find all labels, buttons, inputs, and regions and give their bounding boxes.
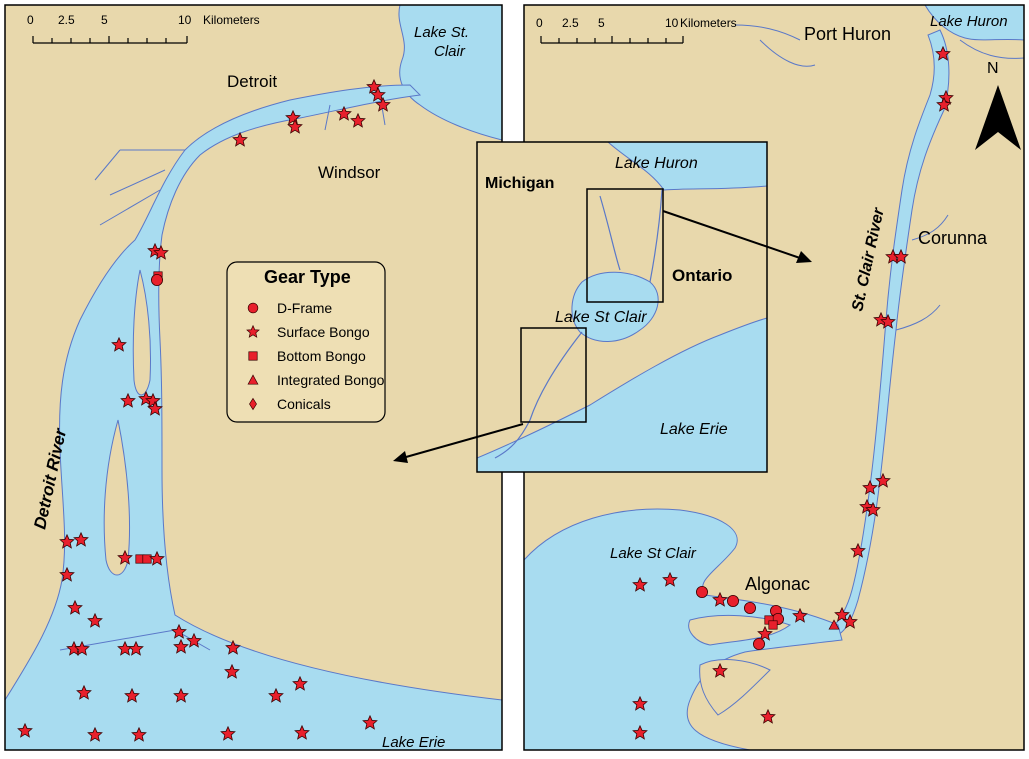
- label-algonac: Algonac: [745, 574, 810, 594]
- left-scale-unit: Kilometers: [203, 13, 260, 27]
- arrowhead-left-icon: [393, 451, 408, 463]
- right-scale-tick-0: 0: [536, 16, 543, 30]
- inset-label-lake-erie: Lake Erie: [660, 421, 728, 438]
- inset-rivers: [494, 189, 663, 459]
- right-scale-tick-2-5: 2.5: [562, 16, 579, 30]
- left-scale-tick-0: 0: [27, 13, 34, 27]
- inset-frame: [476, 141, 768, 473]
- arrowhead-right-icon: [796, 251, 812, 263]
- left-scale-tick-10: 10: [178, 13, 192, 27]
- inset-label-lake-huron: Lake Huron: [615, 155, 698, 172]
- sample-point-d-frame: [744, 602, 756, 614]
- right-scale-bar: 0 2.5 5 10 Kilometers: [536, 16, 737, 44]
- label-lake-st-clair-line1: Lake St.: [414, 24, 469, 41]
- north-arrow: N: [975, 60, 1021, 150]
- legend-item-label: D-Frame: [277, 300, 332, 316]
- legend-item-label: Integrated Bongo: [277, 372, 385, 388]
- inset-lake-erie: [477, 317, 767, 472]
- arrow-to-left-panel: [405, 423, 524, 458]
- sample-point-d-frame: [696, 586, 708, 598]
- label-lake-huron-right: Lake Huron: [930, 13, 1008, 30]
- inset-label-ontario: Ontario: [672, 266, 732, 285]
- label-lake-st-clair-line2: Clair: [434, 43, 466, 60]
- north-arrow-label: N: [987, 60, 999, 77]
- label-lake-erie-left: Lake Erie: [382, 734, 445, 751]
- north-arrow-icon: [975, 85, 1021, 150]
- sample-point-d-frame: [727, 595, 739, 607]
- right-scale-tick-10: 10: [665, 16, 679, 30]
- right-scale-unit: Kilometers: [680, 16, 737, 30]
- label-windsor: Windsor: [318, 163, 381, 182]
- sample-point-d-frame: [150, 273, 164, 287]
- left-scale-tick-2-5: 2.5: [58, 13, 75, 27]
- label-lake-st-clair-right: Lake St Clair: [610, 545, 697, 562]
- inset-extent-detroit: [520, 327, 587, 423]
- legend-circle-icon: [247, 302, 259, 314]
- left-island-north: [132, 269, 152, 396]
- sample-point-bottom-bongo: [142, 554, 152, 564]
- left-scale-tick-5: 5: [101, 13, 108, 27]
- sample-point-bottom-bongo: [768, 620, 778, 630]
- inset-lake-huron: [607, 142, 767, 191]
- legend-square-icon: [248, 351, 258, 361]
- inset-lake-st-clair: [571, 271, 659, 342]
- left-map-panel: 0 2.5 5 10 Kilometers Detroit Windsor La…: [5, 5, 502, 751]
- inset-label-michigan: Michigan: [485, 175, 554, 192]
- legend: Gear Type D-Frame Surface Bongo Bottom B…: [226, 261, 386, 423]
- right-lake-huron: [924, 5, 1024, 41]
- legend-item-label: Conicals: [277, 396, 331, 412]
- label-port-huron: Port Huron: [804, 24, 891, 44]
- left-tributaries: [94, 94, 386, 226]
- legend-item-label: Surface Bongo: [277, 324, 370, 340]
- right-scale-tick-5: 5: [598, 16, 605, 30]
- inset-extent-st-clair: [586, 188, 664, 303]
- arrow-to-right-panel: [662, 210, 801, 259]
- left-grosse-ile: [103, 419, 131, 576]
- legend-title: Gear Type: [264, 267, 351, 287]
- left-scale-bar: 0 2.5 5 10 Kilometers: [27, 13, 260, 44]
- legend-item-label: Bottom Bongo: [277, 348, 366, 364]
- label-detroit: Detroit: [227, 72, 277, 91]
- inset-label-lake-st-clair: Lake St Clair: [555, 309, 647, 326]
- label-corunna: Corunna: [918, 228, 988, 248]
- inset-map: Michigan Lake Huron Ontario Lake St Clai…: [476, 141, 768, 473]
- right-lake-st-clair: [524, 508, 843, 750]
- pointer-arrows: [393, 210, 812, 463]
- left-detroit-river: [5, 84, 502, 750]
- right-channels: [734, 24, 1024, 331]
- sample-point-d-frame: [753, 638, 765, 650]
